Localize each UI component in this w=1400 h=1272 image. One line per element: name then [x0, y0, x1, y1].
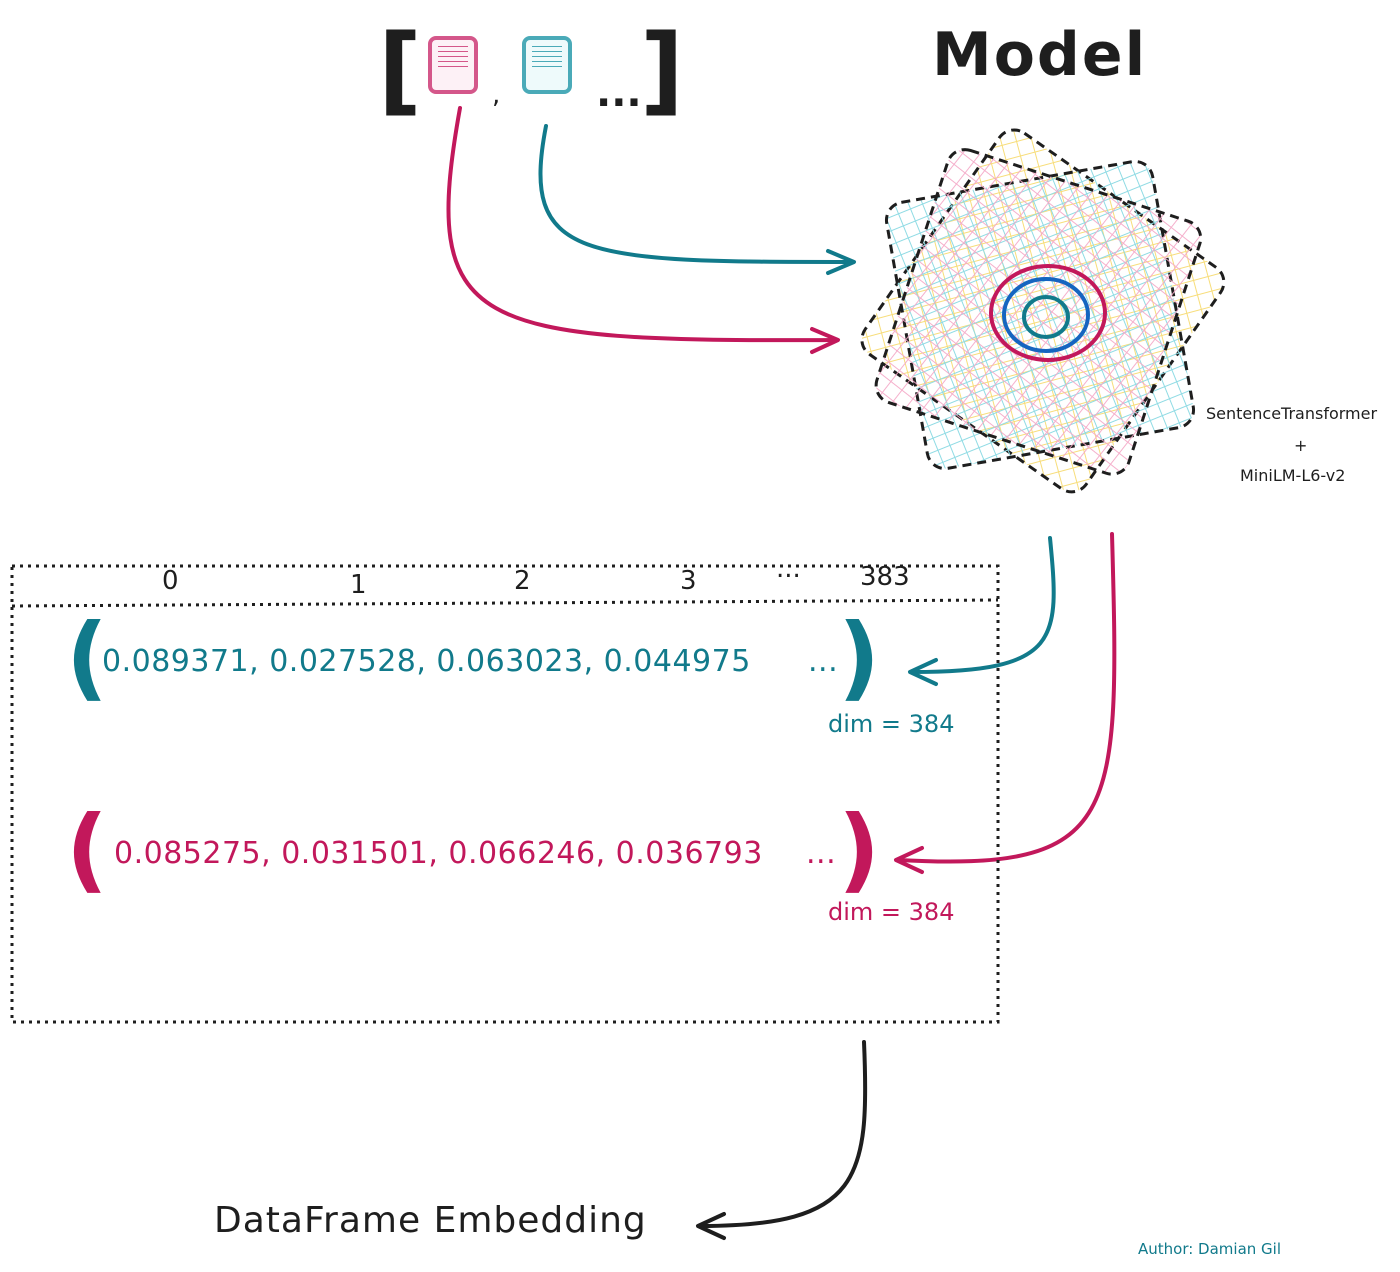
row2-ellipsis: ...: [806, 836, 837, 871]
arrow-table-to-output-head: [696, 1212, 726, 1240]
column-header-2: 2: [514, 566, 531, 596]
list-close-bracket: ]: [640, 14, 684, 126]
model-label-line1: SentenceTransformer: [1206, 404, 1378, 423]
row2-dim-label: dim = 384: [828, 898, 955, 926]
row1-close-paren: ): [838, 604, 881, 711]
row1-open-paren: (: [66, 604, 109, 711]
column-header-ellipsis: ...: [776, 554, 801, 584]
arrow-teal-input-to-model: [538, 124, 854, 264]
arrow-crimson-input-to-model-head: [810, 327, 840, 354]
row1-dim-label: dim = 384: [828, 710, 955, 738]
column-header-1: 1: [350, 570, 367, 600]
row2-open-paren: (: [66, 796, 109, 903]
arrow-teal-model-to-row-head: [908, 658, 938, 686]
row1-ellipsis: ...: [808, 644, 839, 679]
author-credit: Author: Damian Gil: [1138, 1240, 1282, 1258]
column-header-0: 0: [162, 566, 179, 596]
row2-close-paren: ): [838, 796, 881, 903]
document-icon-pink: [428, 36, 478, 94]
document-icon-teal: [522, 36, 572, 94]
row2-values: 0.085275, 0.031501, 0.066246, 0.036793: [114, 836, 763, 871]
arrow-crimson-model-to-row-head: [894, 846, 924, 874]
row1-values: 0.089371, 0.027528, 0.063023, 0.044975: [102, 644, 751, 679]
arrow-crimson-model-to-row: [896, 532, 1117, 864]
arrow-teal-model-to-row: [910, 536, 1056, 674]
output-label: DataFrame Embedding: [214, 1200, 647, 1241]
arrow-crimson-input-to-model: [446, 106, 838, 343]
model-title: Model: [932, 20, 1148, 90]
arrow-teal-input-to-model-head: [826, 249, 856, 275]
list-ellipsis: ...: [596, 70, 642, 116]
list-separator: ,: [492, 80, 501, 110]
list-open-bracket: [: [378, 14, 422, 126]
column-header-3: 3: [680, 566, 697, 596]
table-frame: [10, 564, 1000, 1024]
model-label-plus: +: [1294, 436, 1308, 455]
column-header-383: 383: [860, 562, 910, 592]
arrow-table-to-output: [698, 1040, 868, 1228]
model-shape: [860, 128, 1226, 494]
model-label-line2: MiniLM-L6-v2: [1240, 466, 1346, 485]
